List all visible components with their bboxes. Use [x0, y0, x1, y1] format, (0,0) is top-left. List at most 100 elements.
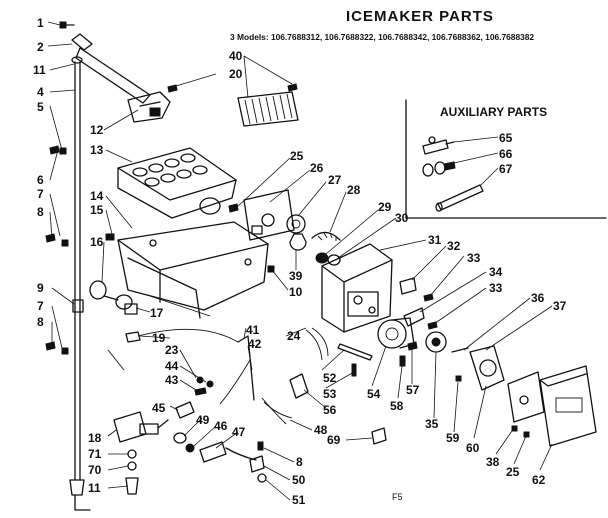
label-59: 59	[446, 431, 460, 445]
label-4: 4	[37, 85, 44, 99]
label-42: 42	[248, 337, 262, 351]
part-18-valve	[113, 411, 169, 443]
label-9: 9	[37, 281, 44, 295]
label-67: 67	[499, 162, 513, 176]
label-48: 48	[314, 423, 328, 437]
label-13: 13	[90, 143, 104, 157]
part-1-screw	[59, 21, 75, 29]
part-26-support	[243, 189, 295, 241]
part-38-25-screws	[511, 425, 530, 438]
auxiliary-parts-box: AUXILIARY PARTS 65 66 67	[405, 99, 607, 219]
label-39: 39	[289, 269, 303, 283]
screws-6-7-8	[45, 145, 69, 355]
part-46-nut	[185, 443, 195, 453]
label-2: 2	[37, 40, 44, 54]
callout-labels: 1 2 11 4 5 12 40 20 13 6 7 8 14 15 16 17…	[33, 16, 567, 507]
label-24: 24	[287, 329, 301, 343]
label-32: 32	[447, 239, 461, 253]
fill-tube-assembly	[69, 33, 151, 511]
label-7-upper: 7	[37, 187, 44, 201]
part-28-spring	[311, 231, 341, 241]
label-38: 38	[486, 455, 500, 469]
label-20: 20	[229, 67, 243, 81]
part-29-30-gear	[315, 252, 341, 266]
label-56: 56	[323, 403, 337, 417]
label-14: 14	[90, 189, 104, 203]
label-19: 19	[152, 331, 166, 345]
part-13-ice-mold	[117, 147, 237, 219]
label-30: 30	[395, 211, 409, 225]
label-31: 31	[428, 233, 442, 247]
label-58: 58	[390, 399, 404, 413]
label-47: 47	[232, 425, 246, 439]
part-25-screw	[228, 203, 239, 213]
part-45-clip	[175, 401, 195, 419]
part-47-fill-line	[199, 441, 257, 463]
part-16-thermostat	[89, 280, 133, 310]
label-5: 5	[37, 100, 44, 114]
label-7-lower: 7	[37, 299, 44, 313]
label-37: 37	[553, 299, 567, 313]
label-69: 69	[327, 433, 341, 447]
footer-code: F5	[392, 492, 403, 502]
label-34: 34	[489, 265, 503, 279]
label-50: 50	[292, 473, 306, 487]
part-32-switch	[399, 277, 417, 295]
label-40: 40	[229, 49, 243, 63]
part-69-cap	[371, 427, 387, 445]
label-15: 15	[90, 203, 104, 217]
part-59-screw	[455, 375, 462, 382]
part-62-cover	[539, 365, 597, 447]
label-52: 52	[323, 371, 337, 385]
label-6: 6	[37, 173, 44, 187]
label-54: 54	[367, 387, 381, 401]
part-58-screw	[399, 355, 406, 367]
label-41: 41	[246, 323, 260, 337]
label-71: 71	[88, 447, 102, 461]
part-52-arm	[337, 343, 373, 361]
part-34-lever	[403, 307, 425, 327]
part-15-screw	[105, 233, 115, 241]
part-67-tube	[435, 184, 484, 212]
label-49: 49	[196, 413, 210, 427]
diagram-title: ICEMAKER PARTS	[346, 8, 494, 25]
wire-harness	[107, 327, 329, 425]
label-70: 70	[88, 463, 102, 477]
label-25-bottom: 25	[506, 465, 520, 479]
label-45: 45	[152, 401, 166, 415]
label-26: 26	[310, 161, 324, 175]
label-10: 10	[289, 285, 303, 299]
part-53-plug	[351, 363, 357, 377]
part-50-51-nuts	[249, 455, 267, 483]
label-8-lower: 8	[37, 315, 44, 329]
label-11-bottom: 11	[88, 481, 101, 495]
label-27: 27	[328, 173, 342, 187]
part-27-gear	[286, 214, 306, 234]
model-numbers: 3 Models: 106.7688312, 106.7688322, 106.…	[230, 32, 534, 42]
label-33-upper: 33	[467, 251, 481, 265]
leader-lines	[47, 21, 553, 501]
part-12-bracket	[127, 91, 171, 123]
part-65-valve	[422, 136, 455, 155]
label-25-top: 25	[290, 149, 304, 163]
label-36: 36	[531, 291, 545, 305]
label-62: 62	[532, 473, 546, 487]
label-57: 57	[406, 383, 420, 397]
part-49-grommet	[173, 432, 187, 444]
label-8-upper: 8	[37, 205, 44, 219]
part-39-cam	[289, 233, 307, 251]
part-54-motor	[377, 317, 415, 349]
label-8-bottom: 8	[296, 455, 303, 469]
part-35-gear	[425, 331, 447, 353]
label-33-lower: 33	[489, 281, 503, 295]
label-44: 44	[165, 359, 179, 373]
auxiliary-parts-title: AUXILIARY PARTS	[440, 105, 547, 119]
label-65: 65	[499, 131, 513, 145]
label-1: 1	[37, 16, 44, 30]
part-37-timer	[469, 345, 505, 391]
part-60-bracket	[507, 371, 545, 423]
label-46: 46	[214, 419, 228, 433]
label-11-top: 11	[33, 63, 46, 77]
